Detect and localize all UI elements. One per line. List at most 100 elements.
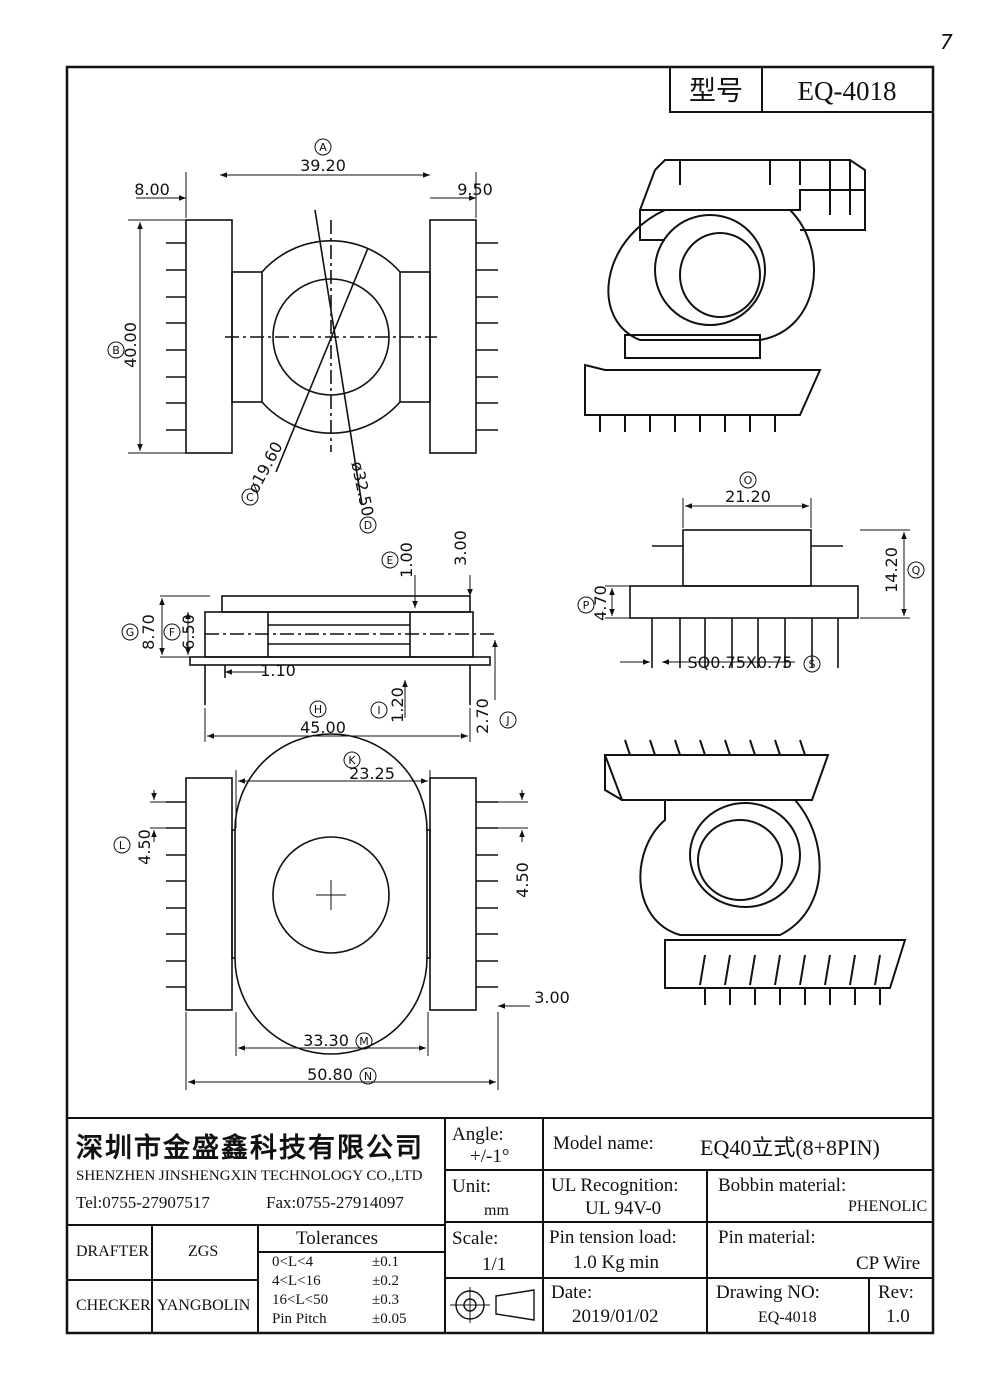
marker-letter-l: L [119, 839, 126, 852]
dim-j-small: 1.10 [260, 661, 296, 680]
marker-letter-e: E [387, 554, 394, 567]
company-fax: Fax:0755-27914097 [266, 1193, 404, 1212]
date-value: 2019/01/02 [572, 1306, 659, 1327]
dim-s: SQ0.75X0.75 [688, 653, 793, 672]
tolerance-value: ±0.2 [372, 1273, 399, 1289]
marker-circle-o [739, 471, 757, 489]
company-name-en: SHENZHEN JINSHENGXIN TECHNOLOGY CO.,LTD [76, 1168, 423, 1184]
unit-label: Unit: [452, 1176, 492, 1197]
scale-label: Scale: [452, 1228, 499, 1249]
rev-label: Rev: [878, 1282, 914, 1303]
marker-circle-i [370, 701, 388, 719]
checker-label: CHECKER [76, 1297, 151, 1314]
tolerance-range: 4<L<16 [272, 1273, 321, 1289]
dim-l-right: 4.50 [513, 862, 532, 898]
ul-value: UL 94V-0 [585, 1198, 662, 1219]
unit-value: mm [484, 1202, 509, 1219]
rev-value: 1.0 [886, 1306, 910, 1327]
dim-e: 1.00 [397, 542, 416, 578]
bottom-view [150, 733, 530, 1090]
isometric-top-pins [599, 415, 776, 432]
dim-p: 4.70 [591, 585, 610, 621]
front-view [605, 498, 910, 668]
dim-e-top: 3.00 [451, 530, 470, 566]
pin-material-label: Pin material: [718, 1227, 816, 1248]
marker-letter-a: A [319, 141, 327, 154]
marker-letter-j: J [505, 714, 509, 727]
dim-k: 23.25 [349, 764, 395, 783]
isometric-top-bore [654, 214, 766, 326]
sheet-border [65, 65, 935, 1335]
dim-d: ø32.50 [347, 460, 377, 518]
pin-tension-value: 1.0 Kg min [573, 1252, 660, 1273]
dim-g: 8.70 [139, 614, 158, 650]
date-label: Date: [551, 1282, 593, 1303]
company-tel: Tel:0755-27907517 [76, 1193, 210, 1212]
dim-h: 45.00 [300, 718, 346, 737]
tolerances-table: 0<L<4 ±0.1 4<L<16 ±0.2 16<L<50 ±0.3 Pin … [272, 1254, 442, 1330]
isometric-bottom-bore [689, 802, 801, 908]
model-name-value: EQ40立式(8+8PIN) [700, 1135, 880, 1160]
header-model-label: 型号 [689, 76, 743, 107]
top-view-pins-right [476, 242, 498, 431]
pin-material-value: CP Wire [856, 1253, 921, 1274]
bobbin-label: Bobbin material: [718, 1175, 847, 1196]
marker-letter-h: H [314, 703, 322, 716]
marker-circle-p [577, 596, 595, 614]
header-box: 型号 EQ-4018 [669, 66, 934, 113]
marker-letter-g: G [126, 626, 135, 639]
tolerance-row: Pin Pitch ±0.05 [272, 1311, 442, 1330]
marker-letter-c: C [246, 491, 254, 504]
marker-circle-n [359, 1067, 377, 1085]
tolerance-value: ±0.05 [372, 1311, 407, 1327]
top-view-pins-left [166, 242, 186, 431]
marker-circle-s [803, 655, 821, 673]
tolerance-row: 16<L<50 ±0.3 [272, 1292, 442, 1311]
dim-q: 14.20 [882, 547, 901, 593]
tolerance-range: 16<L<50 [272, 1292, 329, 1308]
title-block [67, 1117, 933, 1333]
marker-letter-q: Q [912, 564, 921, 577]
marker-circle-b [107, 341, 125, 359]
tolerances-title: Tolerances [296, 1228, 379, 1249]
drafter-value: ZGS [188, 1243, 219, 1260]
marker-circle-f [163, 623, 181, 641]
marker-circle-d [359, 516, 377, 534]
marker-circle-q [907, 561, 925, 579]
marker-letter-d: D [364, 519, 372, 532]
isometric-view-bottom [603, 739, 907, 1005]
marker-circle-e [381, 551, 399, 569]
tolerance-value: ±0.3 [372, 1292, 399, 1308]
front-view-pins [651, 618, 839, 668]
marker-circle-g [121, 623, 139, 641]
marker-circle-j [499, 711, 517, 729]
side-section-view [159, 575, 498, 742]
marker-circle-m [355, 1032, 373, 1050]
tolerance-row: 0<L<4 ±0.1 [272, 1254, 442, 1273]
ul-label: UL Recognition: [551, 1175, 679, 1196]
marker-letter-p: P [583, 599, 590, 612]
bobbin-value: PHENOLIC [848, 1198, 928, 1215]
tolerance-row: 4<L<16 ±0.2 [272, 1273, 442, 1292]
marker-circle-h [309, 700, 327, 718]
marker-letter-b: B [112, 344, 120, 357]
bottom-view-bore [272, 836, 390, 954]
dim-j: 2.70 [473, 698, 492, 734]
bottom-view-pins-right [476, 801, 498, 988]
pin-tension-label: Pin tension load: [549, 1227, 677, 1248]
marker-letter-i: I [377, 704, 380, 717]
dim-t: 3.00 [534, 988, 570, 1007]
dim-l: 4.50 [135, 829, 154, 865]
page-number: 7 [940, 30, 953, 54]
dim-b: 40.00 [121, 322, 140, 368]
isometric-view-top [584, 159, 866, 432]
marker-letter-f: F [169, 626, 175, 639]
marker-circle-l [113, 836, 131, 854]
dim-a: 39.20 [300, 156, 346, 175]
checker-value: YANGBOLIN [157, 1297, 251, 1314]
dim-c: ø19.60 [244, 438, 287, 496]
marker-circle-c [241, 488, 259, 506]
dim-i: 1.20 [388, 687, 407, 723]
